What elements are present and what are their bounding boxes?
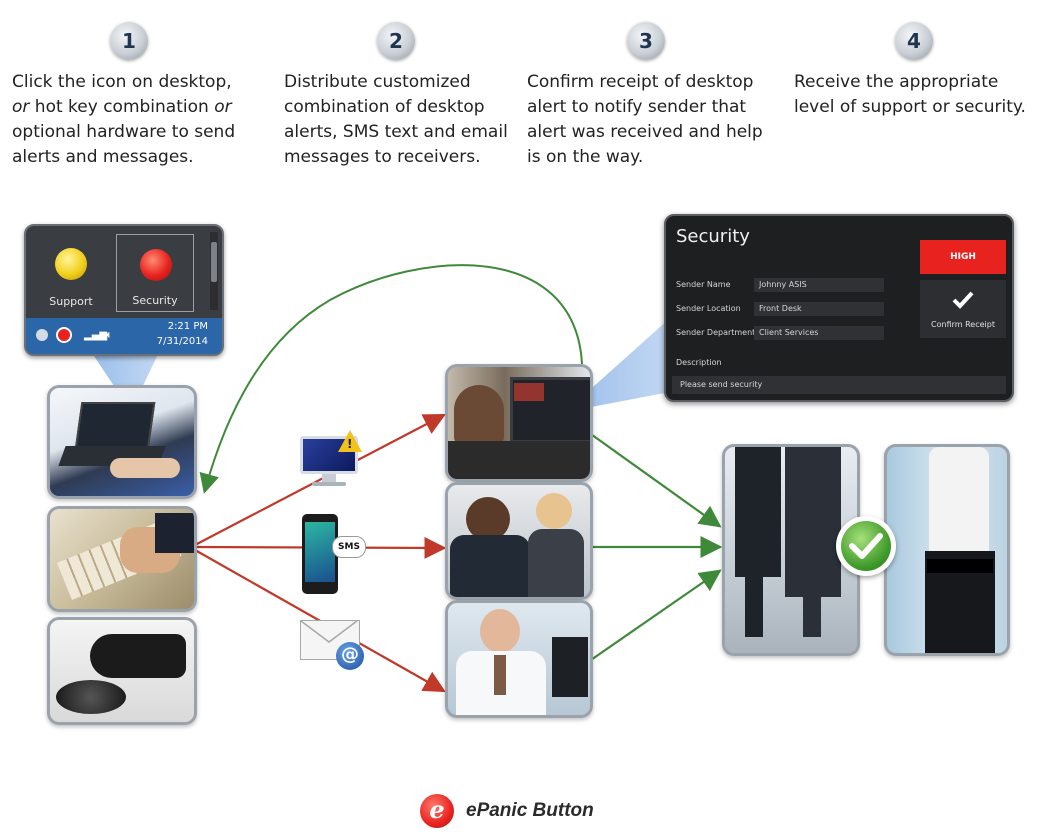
step-3-badge: 3 bbox=[627, 22, 665, 60]
tray-callout bbox=[90, 350, 160, 392]
email-envelope-icon: @ bbox=[300, 620, 366, 676]
laptop-photo bbox=[47, 385, 197, 499]
foot-pedal-photo bbox=[47, 617, 197, 725]
step-1-badge: 1 bbox=[110, 22, 148, 60]
security-dot-icon bbox=[140, 249, 172, 281]
speaker-icon: 🔈︎ bbox=[106, 328, 113, 341]
sender-location-value: Front Desk bbox=[754, 302, 884, 316]
confirm-receipt-button[interactable]: Confirm Receipt bbox=[920, 280, 1006, 338]
step-3-text: Confirm receipt of desktop alert to noti… bbox=[527, 72, 763, 167]
sms-badge: SMS bbox=[332, 536, 366, 558]
at-sign-icon: @ bbox=[336, 642, 364, 670]
smartphone-icon: SMS bbox=[302, 514, 366, 598]
clock-date: 7/31/2014 bbox=[156, 336, 208, 347]
description-value: Please send security bbox=[672, 376, 1006, 394]
tray-scrollbar[interactable] bbox=[210, 232, 218, 310]
checkmark-icon bbox=[952, 291, 974, 309]
sender-department-value: Client Services bbox=[754, 326, 884, 340]
security-tile[interactable]: Security bbox=[116, 234, 194, 312]
epanic-tray-icon[interactable] bbox=[56, 327, 72, 343]
return-arc bbox=[199, 264, 583, 494]
security-label: Security bbox=[132, 294, 178, 307]
step-1-text: Click the icon on desktop, or hot key co… bbox=[12, 72, 236, 167]
sender-location-label: Sender Location bbox=[676, 304, 741, 313]
arrow-desktop bbox=[194, 413, 446, 546]
sender-name-label: Sender Name bbox=[676, 280, 731, 289]
security-guard-photo bbox=[884, 444, 1010, 656]
desktop-receiver-photo bbox=[445, 364, 593, 482]
epanic-logo-icon: e bbox=[420, 794, 454, 828]
step-4-badge: 4 bbox=[895, 22, 933, 60]
step-4-text: Receive the appropriate level of support… bbox=[794, 72, 1026, 117]
brand-name: ePanic Button bbox=[466, 800, 594, 821]
system-tray-icon bbox=[36, 329, 48, 341]
description-label: Description bbox=[676, 358, 722, 367]
step-2-text: Distribute customized combination of des… bbox=[284, 72, 508, 167]
taskbar: ▂▄▆ 🔈︎ 2:21 PM 7/31/2014 bbox=[26, 318, 222, 354]
warning-icon bbox=[338, 430, 362, 452]
desktop-alert-tray: Support Security ▂▄▆ 🔈︎ 2:21 PM 7/31/201… bbox=[24, 224, 224, 356]
alert-title: Security bbox=[676, 226, 750, 247]
desktop-monitor-icon: ! bbox=[300, 430, 362, 490]
step-2-badge: 2 bbox=[377, 22, 415, 60]
sender-name-value: Johnny ASIS bbox=[754, 278, 884, 292]
support-arrival-photo bbox=[722, 444, 860, 656]
support-label: Support bbox=[49, 295, 93, 308]
confirmed-check-icon bbox=[836, 516, 896, 576]
support-tile[interactable]: Support bbox=[32, 234, 110, 312]
support-dot-icon bbox=[55, 248, 87, 280]
clock-time: 2:21 PM bbox=[167, 321, 208, 332]
brand-logo: e ePanic Button bbox=[420, 794, 610, 830]
email-receiver-photo bbox=[445, 600, 593, 718]
sender-department-label: Sender Department bbox=[676, 328, 756, 337]
arrow-confirm-3 bbox=[587, 569, 722, 663]
security-alert-card: Security Sender Name Johnny ASIS Sender … bbox=[664, 214, 1014, 402]
confirm-receipt-label: Confirm Receipt bbox=[931, 320, 995, 329]
priority-badge: HIGH bbox=[920, 240, 1006, 274]
arrow-confirm-1 bbox=[587, 431, 722, 528]
keyboard-hotkey-photo bbox=[47, 506, 197, 612]
signal-icon: ▂▄▆ bbox=[84, 330, 108, 341]
sms-receiver-photo bbox=[445, 482, 593, 600]
